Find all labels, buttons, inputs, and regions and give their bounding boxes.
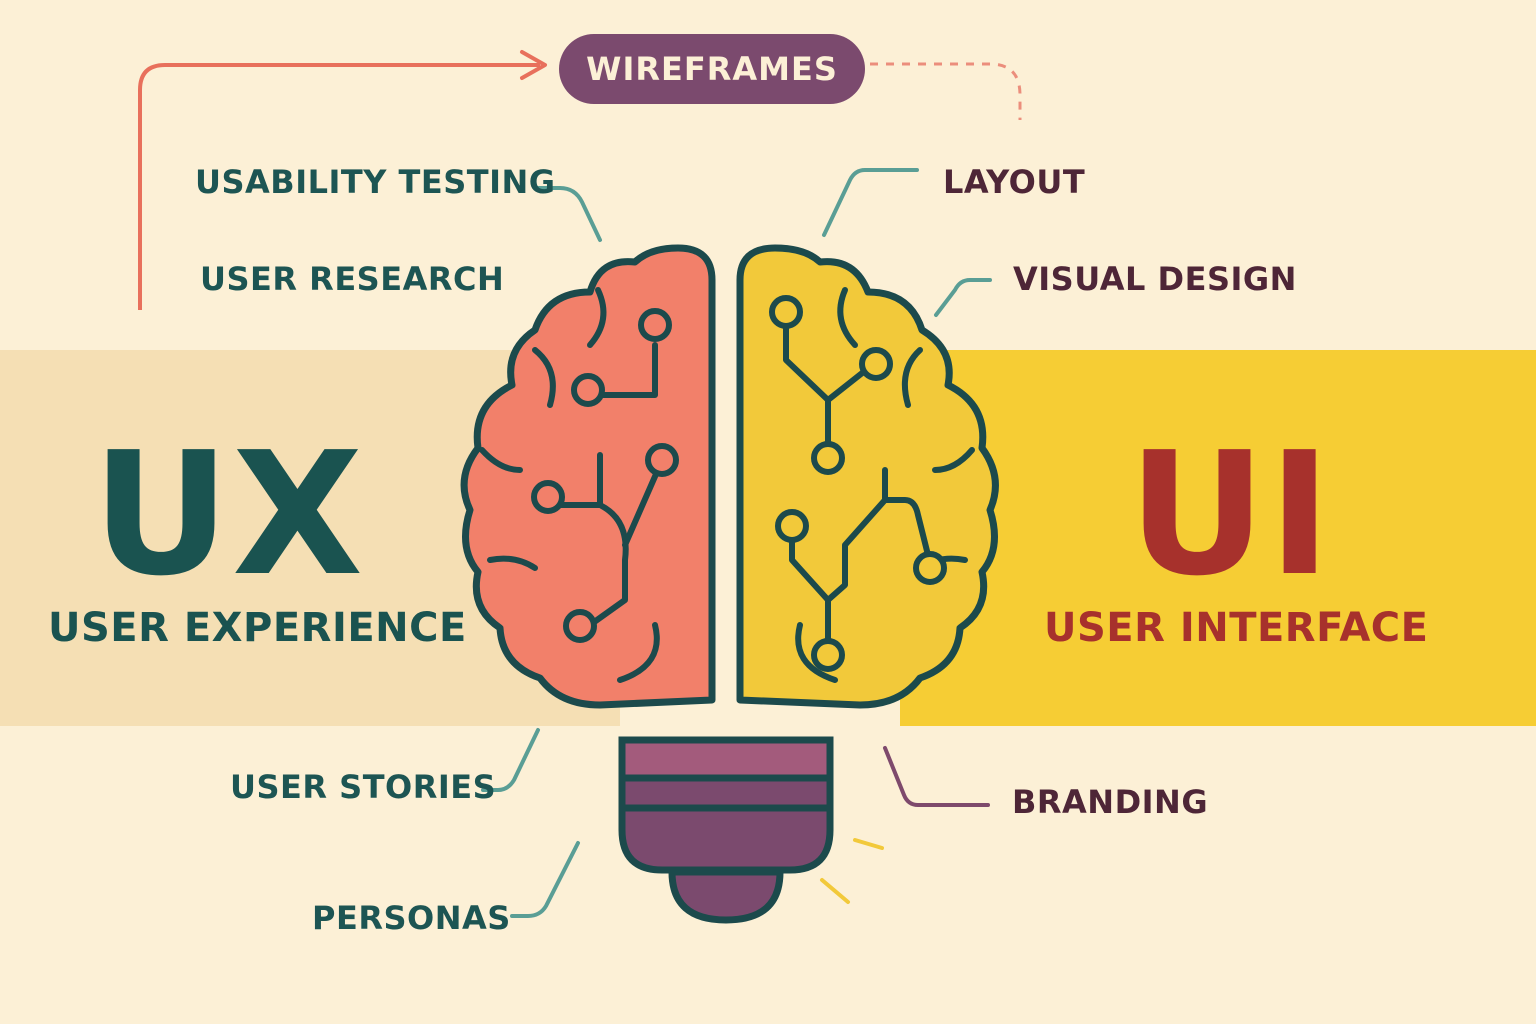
wireframes-label: WIREFRAMES bbox=[586, 50, 838, 88]
label-branding: BRANDING bbox=[1012, 783, 1209, 821]
connector-visual-design bbox=[934, 278, 992, 317]
connector-personas bbox=[510, 841, 580, 918]
label-usability-testing: USABILITY TESTING bbox=[195, 163, 556, 201]
spark-lines bbox=[820, 838, 884, 904]
ui-heading: UI bbox=[1128, 416, 1334, 614]
label-layout: LAYOUT bbox=[943, 163, 1086, 201]
label-personas: PERSONAS bbox=[312, 899, 511, 937]
connector-branding bbox=[883, 746, 990, 807]
ux-heading: UX bbox=[92, 416, 366, 614]
right-brain-hemisphere bbox=[736, 244, 999, 709]
bulb-tip bbox=[668, 868, 784, 924]
arrow-right-icon bbox=[138, 63, 540, 310]
label-visual-design: VISUAL DESIGN bbox=[1013, 260, 1297, 298]
wireframes-pill: WIREFRAMES bbox=[559, 34, 865, 104]
connector-usability-testing bbox=[533, 186, 602, 242]
circuit-node-icon bbox=[531, 308, 679, 643]
ui-subtitle: USER INTERFACE bbox=[1044, 605, 1429, 651]
connector-user-stories bbox=[481, 728, 540, 792]
left-brain-hemisphere bbox=[460, 244, 716, 709]
connector-layout bbox=[822, 168, 919, 237]
ui-band bbox=[900, 350, 1536, 726]
label-user-stories: USER STORIES bbox=[230, 768, 497, 806]
wireframes-dashed-connector bbox=[870, 62, 1022, 120]
ux-subtitle: USER EXPERIENCE bbox=[48, 605, 467, 651]
label-user-research: USER RESEARCH bbox=[200, 260, 505, 298]
brain-lightbulb-icon bbox=[460, 244, 999, 924]
